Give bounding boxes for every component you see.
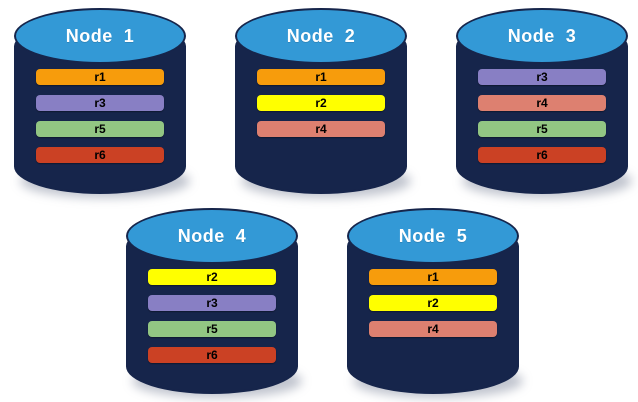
replica-bar[interactable]: r4 <box>478 95 606 111</box>
node-cylinder-1[interactable]: Node 1 r1 r3 r5 r6 <box>14 8 190 198</box>
replica-bar[interactable]: r4 <box>369 321 497 337</box>
replica-label: r2 <box>427 296 439 310</box>
replica-list: r1 r2 r4 <box>235 69 407 137</box>
replica-label: r1 <box>427 270 439 284</box>
replica-list: r1 r2 r4 <box>347 269 519 337</box>
replica-label: r3 <box>94 96 106 110</box>
node-cylinder-5[interactable]: Node 5 r1 r2 r4 <box>347 208 523 398</box>
replica-label: r2 <box>206 270 218 284</box>
replica-label: r5 <box>94 122 106 136</box>
replica-bar[interactable]: r2 <box>257 95 385 111</box>
replica-list: r2 r3 r5 r6 <box>126 269 298 363</box>
replica-bar[interactable]: r3 <box>148 295 276 311</box>
node-top-disc <box>347 208 519 264</box>
replica-label: r4 <box>536 96 548 110</box>
replica-bar[interactable]: r6 <box>36 147 164 163</box>
replica-bar[interactable]: r6 <box>478 147 606 163</box>
replica-bar[interactable]: r5 <box>478 121 606 137</box>
replica-bar[interactable]: r5 <box>36 121 164 137</box>
replica-bar[interactable]: r1 <box>369 269 497 285</box>
node-title: Node 5 <box>398 225 468 246</box>
replica-bar[interactable]: r1 <box>36 69 164 85</box>
replica-bar[interactable]: r2 <box>369 295 497 311</box>
replica-label: r4 <box>427 322 439 336</box>
replica-label: r2 <box>315 96 327 110</box>
node-title: Node 4 <box>177 225 247 246</box>
replica-label: r4 <box>315 122 327 136</box>
node-cylinder-4[interactable]: Node 4 r2 r3 r5 r6 <box>126 208 302 398</box>
node-top-disc <box>126 208 298 264</box>
node-title: Node 3 <box>507 25 577 46</box>
replica-label: r1 <box>94 70 106 84</box>
replica-label: r5 <box>206 322 218 336</box>
replica-bar[interactable]: r5 <box>148 321 276 337</box>
replica-list: r1 r3 r5 r6 <box>14 69 186 163</box>
node-cylinder-2[interactable]: Node 2 r1 r2 r4 <box>235 8 411 198</box>
node-title: Node 2 <box>286 25 356 46</box>
replica-label: r3 <box>206 296 218 310</box>
replica-label: r3 <box>536 70 548 84</box>
replica-bar[interactable]: r3 <box>36 95 164 111</box>
replica-label: r6 <box>206 348 218 362</box>
replica-label: r1 <box>315 70 327 84</box>
node-cylinder-3[interactable]: Node 3 r3 r4 r5 r6 <box>456 8 632 198</box>
replica-list: r3 r4 r5 r6 <box>456 69 628 163</box>
node-top-disc <box>456 8 628 64</box>
replica-label: r5 <box>536 122 548 136</box>
replica-bar[interactable]: r6 <box>148 347 276 363</box>
replica-label: r6 <box>94 148 106 162</box>
replica-bar[interactable]: r2 <box>148 269 276 285</box>
node-title: Node 1 <box>65 25 135 46</box>
replica-bar[interactable]: r4 <box>257 121 385 137</box>
node-top-disc <box>14 8 186 64</box>
replica-bar[interactable]: r3 <box>478 69 606 85</box>
replica-label: r6 <box>536 148 548 162</box>
replica-bar[interactable]: r1 <box>257 69 385 85</box>
node-top-disc <box>235 8 407 64</box>
